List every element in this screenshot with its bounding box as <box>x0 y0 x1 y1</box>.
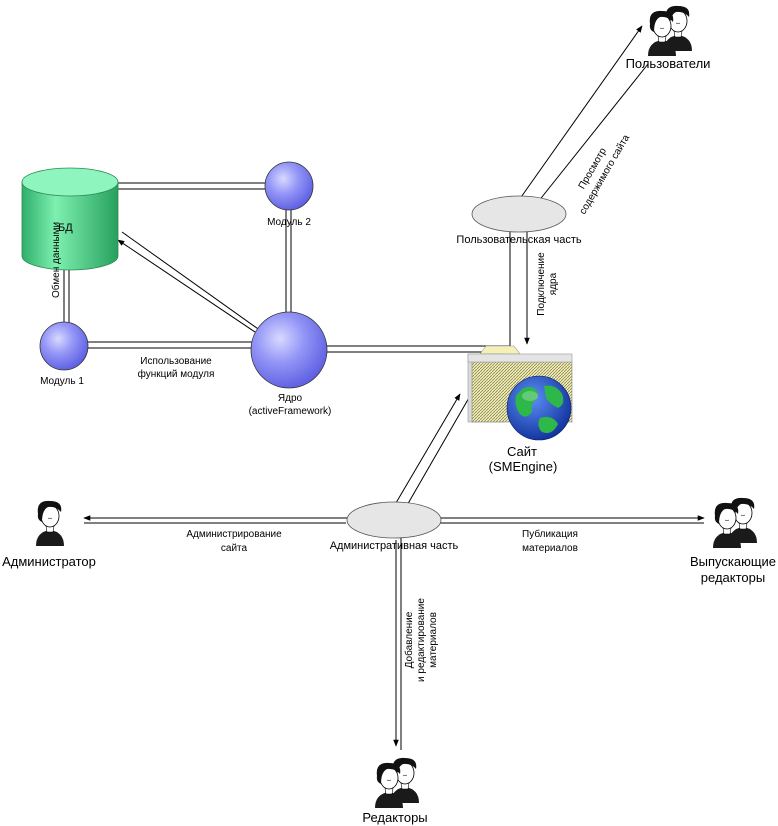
publishers-node: Выпускающие редакторы <box>690 498 776 585</box>
label-add-edit-line3: материалов <box>428 612 439 668</box>
edges <box>61 25 705 750</box>
label-core-conn-line2: ядра <box>548 272 559 295</box>
module1-label: Модуль 1 <box>40 376 84 387</box>
label-module-funcs-line2: функций модуля <box>138 368 215 380</box>
administrator-label: Администратор <box>2 554 96 569</box>
module1-node: Модуль 1 <box>39 321 89 387</box>
user-part-node: Пользовательская часть <box>456 195 582 246</box>
core-label-line1: Ядро <box>278 393 303 404</box>
arrow-core-db <box>117 239 259 335</box>
label-admin-site-line1: Администрирование <box>186 529 282 540</box>
module2-label: Модуль 2 <box>267 217 311 228</box>
core-label-line2: (activeFramework) <box>249 406 332 417</box>
core-node: Ядро (activeFramework) <box>249 311 332 417</box>
database-cylinder-top <box>21 167 119 197</box>
admin-part-label: Административная часть <box>330 540 459 552</box>
arrow-userpart-users <box>518 25 643 201</box>
label-publish-line1: Публикация <box>522 528 578 540</box>
database-cylinder-body <box>21 181 119 271</box>
arrow-adminpart-site <box>392 393 461 509</box>
arrow-users-userpart <box>529 63 649 213</box>
people-group-icon <box>648 6 692 56</box>
core-circle <box>250 311 328 389</box>
module2-circle <box>264 161 314 211</box>
person-icon <box>35 500 65 547</box>
label-core-conn-line1: Подключение <box>536 252 547 316</box>
database-node: БД <box>21 167 119 271</box>
administrator-node: Администратор <box>2 500 96 569</box>
database-label: БД <box>58 222 73 234</box>
label-module-funcs-line1: Использование <box>140 356 212 367</box>
arrow-site-adminpart <box>401 395 471 515</box>
people-group-icon <box>375 758 419 808</box>
admin-part-node: Административная часть <box>330 501 459 552</box>
site-node: Сайт (SMEngine) <box>467 345 573 474</box>
label-add-edit-line1: Добавление <box>403 611 415 668</box>
users-node: Пользователи <box>626 6 711 71</box>
user-part-ellipse <box>471 195 567 233</box>
site-window-tab <box>479 345 521 355</box>
module1-circle <box>39 321 89 371</box>
label-add-edit-line2: и редактирование <box>416 598 427 682</box>
module2-node: Модуль 2 <box>264 161 314 228</box>
label-data-exchange: Обмен данными <box>50 222 62 298</box>
publishers-label-line1: Выпускающие <box>690 554 776 569</box>
site-window-titlebar <box>467 353 573 363</box>
people-group-icon <box>713 498 757 548</box>
arrow-db-core <box>121 231 283 347</box>
editors-label: Редакторы <box>362 810 427 825</box>
publishers-label-line2: редакторы <box>701 570 765 585</box>
site-label-line1: Сайт <box>507 444 537 459</box>
label-admin-site-line2: сайта <box>221 543 248 554</box>
globe-icon <box>506 375 572 441</box>
label-publish-line2: материалов <box>522 543 578 554</box>
admin-part-ellipse <box>346 501 442 539</box>
site-label-line2: (SMEngine) <box>489 459 558 474</box>
user-part-label: Пользовательская часть <box>456 234 581 246</box>
users-label: Пользователи <box>626 56 711 71</box>
editors-node: Редакторы <box>362 758 428 825</box>
